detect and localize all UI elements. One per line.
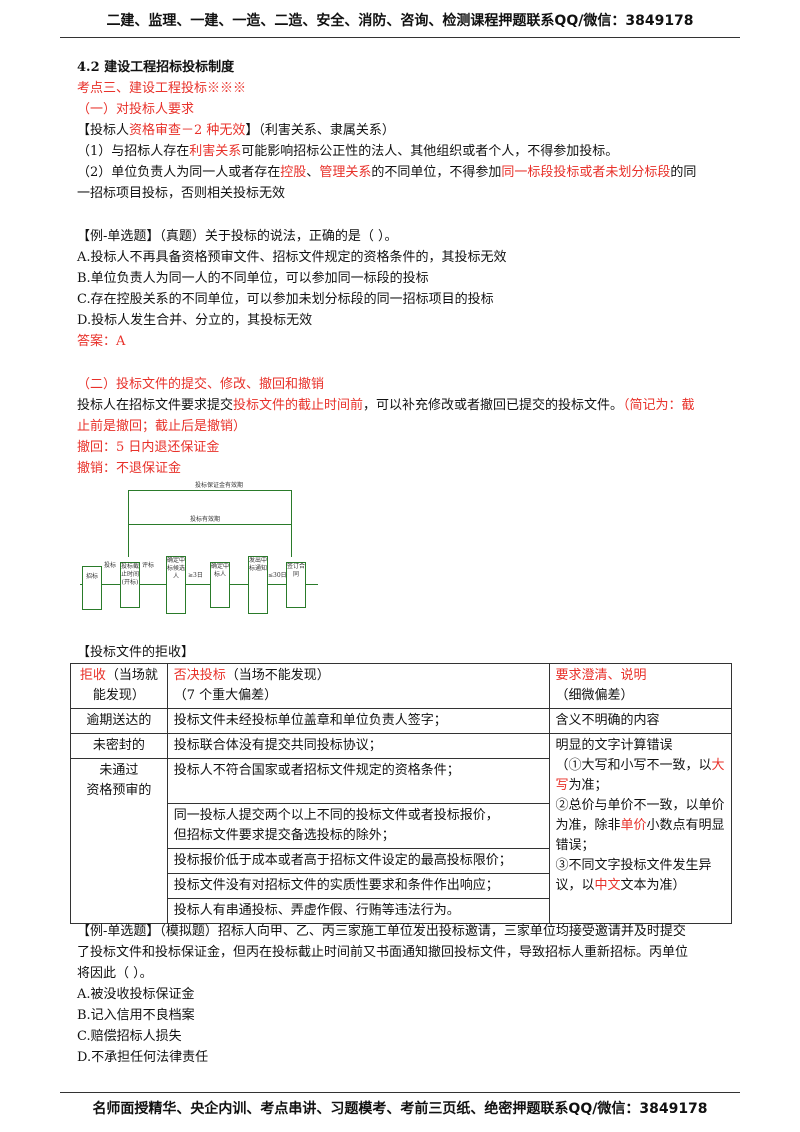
bid-timeline-diagram: 投标保证金有效期 投标有效期 招标 投标 投标截止时间(开标) 评标 确定中标候…	[80, 478, 320, 628]
arrow-30days: ≤30日	[268, 572, 287, 579]
question-1-option-b: B.单位负责人为同一人的不同单位，可以参加同一标段的投标	[77, 271, 429, 286]
submission-text: 投标人在招标文件要求提交投标文件的截止时间前，可以补充修改或者撤回已提交的投标文…	[77, 398, 695, 413]
requirement-heading: 【投标人资格审查－2 种无效】（利害关系、隶属关系）	[77, 123, 395, 138]
table-cell: 投标联合体没有提交共同投标协议；	[166, 733, 550, 759]
submission-note: 止前是撤回；截止后是撤销）	[77, 419, 247, 434]
table-cell: 投标人有串通投标、弄虚作假、行贿等违法行为。	[166, 898, 550, 924]
clarify-details: 明显的文字计算错误 （①大写和小写不一致，以大 写为准； ②总价与单价不一致，以…	[548, 733, 733, 924]
withdraw-rule: 撤回：5 日内退还保证金	[77, 440, 220, 455]
header-veto: 否决投标（当场不能发现）（7 个重大偏差）	[166, 663, 550, 709]
table-cell: 未通过资格预审的	[70, 758, 168, 924]
bond-validity-label: 投标保证金有效期	[195, 482, 244, 489]
bid-validity-label: 投标有效期	[190, 516, 221, 523]
table-cell: 投标文件没有对招标文件的实质性要求和条件作出响应；	[166, 873, 550, 899]
table-cell: 投标报价低于成本或者高于招标文件设定的最高投标限价；	[166, 848, 550, 874]
question-2-line-1: 【例-单选题】（模拟题）招标人向甲、乙、丙三家施工单位发出投标邀请，三家单位均接…	[77, 924, 686, 939]
question-2-option-d: D.不承担任何法律责任	[77, 1050, 209, 1065]
subsection-1: （一）对投标人要求	[77, 102, 195, 117]
table-cell: 含义不明确的内容	[548, 708, 733, 734]
timeline-axis	[80, 584, 318, 585]
question-2-option-a: A.被没收投标保证金	[77, 987, 195, 1002]
question-2-option-b: B.记入信用不良档案	[77, 1008, 195, 1023]
table-cell: 投标人不符合国家或者招标文件规定的资格条件；	[166, 758, 550, 804]
page-header: 二建、监理、一建、一造、二造、安全、消防、咨询、检测课程押题联系QQ/微信：38…	[106, 13, 694, 29]
page-footer: 名师面授精华、央企内训、考点串讲、习题模考、考前三页纸、绝密押题联系QQ/微信：…	[92, 1101, 708, 1117]
bond-validity-bracket	[128, 490, 292, 557]
header-clarify: 要求澄清、说明（细微偏差）	[548, 663, 733, 709]
box-candidates: 确定中标候选人	[166, 556, 186, 614]
box-deadline: 投标截止时间(开标)	[120, 562, 140, 608]
section-title: 4.2 建设工程招标投标制度	[77, 60, 235, 75]
requirement-2-cont: 一招标项目投标，否则相关投标无效	[77, 186, 286, 201]
kaodian-title: 考点三、建设工程投标※※※	[77, 81, 247, 96]
box-tender: 招标	[82, 566, 102, 610]
box-winner: 确定中标人	[210, 562, 230, 608]
box-notice: 发出中标通知	[248, 556, 268, 614]
arrow-evaluate: 评标	[142, 562, 155, 569]
table-cell: 投标文件未经投标单位盖章和单位负责人签字；	[166, 708, 550, 734]
table-title: 【投标文件的拒收】	[77, 645, 195, 660]
table-cell: 逾期送达的	[70, 708, 168, 734]
box-contract: 签订合同	[286, 562, 306, 608]
arrow-3days: ≥3日	[188, 572, 203, 579]
subsection-2: （二）投标文件的提交、修改、撤回和撤销	[77, 377, 325, 392]
requirement-2: （2）单位负责人为同一人或者存在控股、管理关系的不同单位，不得参加同一标段投标或…	[77, 165, 697, 180]
table-cell: 未密封的	[70, 733, 168, 759]
header-reject: 拒收（当场就能发现）	[70, 663, 168, 709]
question-1-answer: 答案：A	[77, 334, 126, 349]
header-divider	[60, 37, 740, 38]
bid-validity-bracket	[128, 524, 292, 557]
question-2-line-3: 将因此（ ）。	[77, 966, 153, 981]
arrow-bid: 投标	[104, 562, 117, 569]
question-1-option-c: C.存在控股关系的不同单位，可以参加未划分标段的同一招标项目的投标	[77, 292, 494, 307]
question-1-option-a: A.投标人不再具备资格预审文件、招标文件规定的资格条件的，其投标无效	[77, 250, 507, 265]
footer-divider	[60, 1092, 740, 1093]
question-2-option-c: C.赔偿招标人损失	[77, 1029, 182, 1044]
question-2-line-2: 了投标文件和投标保证金，但丙在投标截止时间前又书面通知撤回投标文件，导致招标人重…	[77, 945, 689, 960]
question-1-option-d: D.投标人发生合并、分立的，其投标无效	[77, 313, 313, 328]
revoke-rule: 撤销：不退保证金	[77, 461, 182, 476]
question-1-stem: 【例-单选题】（真题）关于投标的说法，正确的是（ ）。	[77, 229, 398, 244]
table-cell: 同一投标人提交两个以上不同的投标文件或者投标报价，但招标文件要求提交备选投标的除…	[166, 803, 550, 849]
requirement-1: （1）与招标人存在利害关系可能影响招标公正性的法人、其他组织或者个人，不得参加投…	[77, 144, 619, 159]
rejection-table: 拒收（当场就能发现） 否决投标（当场不能发现）（7 个重大偏差） 要求澄清、说明…	[70, 663, 733, 924]
